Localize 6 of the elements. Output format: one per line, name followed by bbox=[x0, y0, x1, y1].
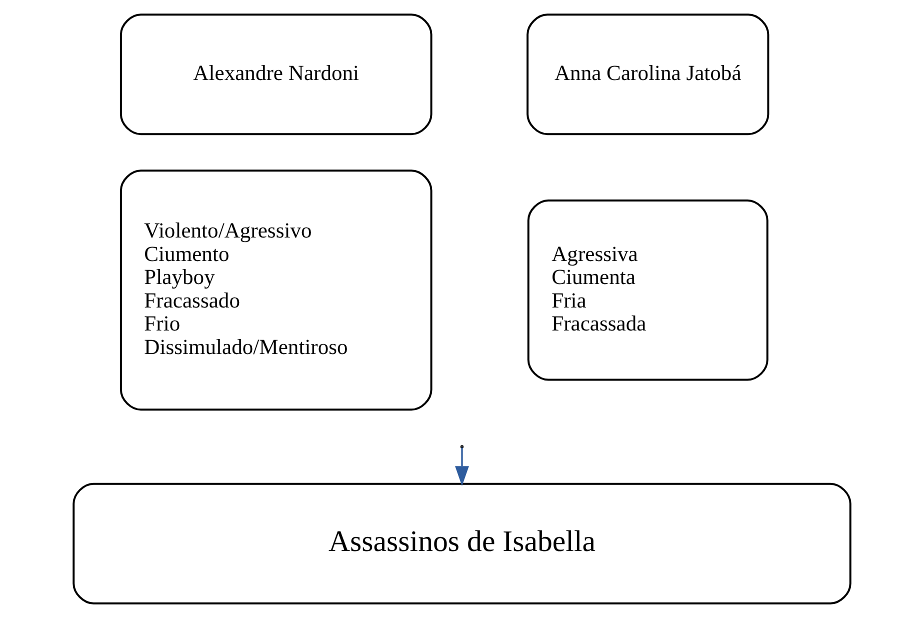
node-box: Anna Carolina Jatobá bbox=[526, 14, 769, 136]
node-box: Agressiva Ciumenta Fria Fracassada bbox=[526, 200, 768, 381]
node-box: Alexandre Nardoni bbox=[119, 14, 432, 136]
node-box: Assassinos de Isabella bbox=[72, 482, 851, 604]
node-box: Violento/Agressivo Ciumento Playboy Fracassado Frio Dissimulado/Mentiroso bbox=[119, 170, 432, 411]
arrow bbox=[454, 448, 468, 486]
